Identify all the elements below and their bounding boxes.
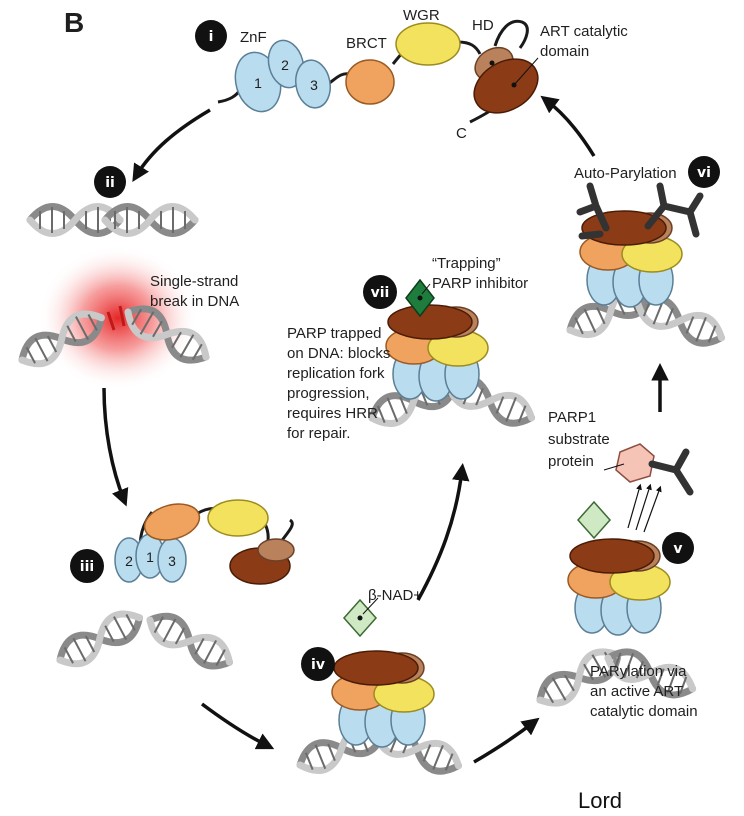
step-v-parylation: PARP1 substrate protein PARylation via a… [533, 409, 697, 720]
c-terminus-label: C [456, 125, 467, 142]
brct-domain [346, 60, 394, 104]
ssb-label-line2: break in DNA [150, 293, 239, 310]
substrate-label: PARP1 substrate protein [548, 409, 614, 470]
trapping-label-line2: PARP inhibitor [432, 275, 528, 292]
arrow-ii-to-iii [104, 388, 124, 500]
zinc-finger-3-label: 3 [310, 77, 318, 93]
step-vii-trapping: “Trapping” PARP inhibitor PARP trapped o… [287, 255, 537, 442]
panel-label: B [64, 7, 84, 38]
badge-iii-text: iii [80, 559, 94, 575]
znf3-bound-label: 3 [168, 553, 176, 569]
damage-glow [38, 246, 198, 390]
badge-i-text: i [209, 29, 214, 45]
step-ii-dna-break: Single-strand break in DNA [16, 207, 240, 391]
zinc-finger-2-label: 2 [281, 57, 289, 73]
znf-label: ZnF [240, 29, 267, 46]
wgr-domain [396, 23, 460, 65]
znf1-bound-label: 1 [146, 549, 154, 565]
brct-label: BRCT [346, 35, 387, 52]
step-vi-auto-parylation: Auto-Parylation [564, 165, 726, 350]
badge-vi-text: vi [697, 165, 711, 181]
step-i-domain-architecture: 1 2 3 ZnF BRCT WGR HD ART catalytic doma… [218, 7, 628, 142]
arrow-i-to-ii [136, 110, 210, 176]
badge-v-text: v [673, 541, 682, 557]
wgr-label: WGR [403, 7, 440, 24]
credit-label: Lord [578, 788, 622, 813]
nad-label: β-NAD+ [368, 587, 422, 604]
nad-molecule-v [578, 502, 610, 538]
arrow-vi-to-i [546, 100, 594, 156]
step-iii-znf-binding: 2 1 3 [54, 498, 294, 674]
art-label-line2: domain [540, 43, 589, 60]
badge-ii-text: ii [105, 175, 115, 191]
badge-iv-text: iv [311, 657, 325, 673]
parylation-label: PARylation via an active ART catalytic d… [590, 663, 698, 720]
hd-label: HD [472, 17, 494, 34]
znf2-bound-label: 2 [125, 553, 133, 569]
art-label-line1: ART catalytic [540, 23, 628, 40]
auto-parylation-label: Auto-Parylation [574, 165, 677, 182]
arrow-iii-to-iv [202, 704, 268, 746]
substrate-protein [616, 444, 654, 482]
badge-vii-text: vii [371, 285, 390, 301]
arrow-iv-to-v [474, 722, 534, 762]
step-iv-nad-binding: β-NAD+ [295, 587, 464, 778]
zinc-finger-1-label: 1 [254, 75, 262, 91]
ssb-label-line1: Single-strand [150, 273, 238, 290]
trapping-label-line1: “Trapping” [432, 255, 501, 272]
arrow-iv-to-vii [418, 470, 462, 600]
